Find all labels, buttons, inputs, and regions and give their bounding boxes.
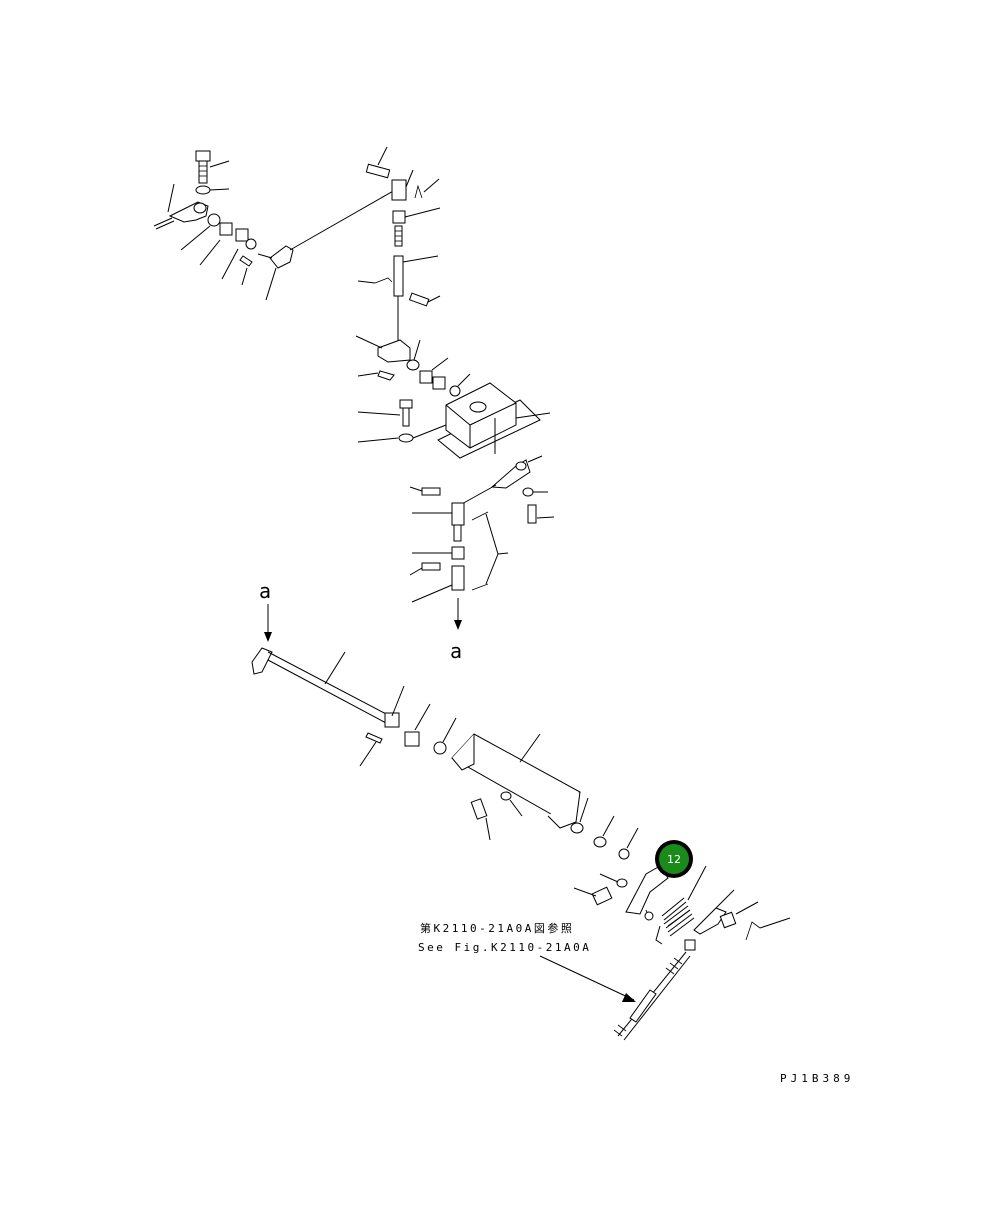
- upper-vertical-linkage: [355, 146, 471, 397]
- cotter-pin-part-5: [745, 921, 761, 941]
- cross-shaft-assembly: [251, 647, 639, 860]
- bolt-part-4: [470, 798, 488, 820]
- bushing-part: [207, 213, 221, 227]
- nut-part-4: [618, 848, 630, 860]
- washer-part-5: [522, 487, 534, 497]
- washer-part-3: [449, 385, 461, 397]
- lower-vertical-linkage: [409, 486, 509, 630]
- bell-crank-part: [377, 339, 411, 363]
- threaded-rod-part: [613, 951, 691, 1041]
- clevis-part-3: [451, 565, 465, 591]
- callout-12-marker[interactable]: 12: [655, 840, 693, 878]
- callout-12-label: 12: [667, 853, 681, 866]
- cotter-pin-part-4: [471, 583, 489, 591]
- nut-part-6: [684, 939, 696, 951]
- cotter-pin-part-2: [374, 277, 393, 284]
- actuator-box: [445, 382, 517, 449]
- collar-part-2: [235, 228, 249, 242]
- drawing-code: PJ1B389: [780, 1072, 854, 1085]
- spring-part: [655, 897, 695, 945]
- collar-part-5: [404, 731, 420, 747]
- pin-part-4: [421, 562, 441, 571]
- cotter-pin-part-3: [471, 511, 489, 521]
- washer-part: [195, 185, 211, 195]
- callout-a-bottom: a: [450, 639, 462, 663]
- collar-part-3: [419, 370, 433, 384]
- cotter-pin-part: [414, 184, 423, 199]
- nut-part-3: [570, 822, 584, 834]
- callout-a-top: a: [259, 579, 271, 603]
- washer-part-8: [593, 836, 607, 848]
- bolt-part: [195, 150, 211, 184]
- rod-end-part-2: [693, 907, 727, 935]
- reference-text-en: See Fig.K2110-21A0A: [418, 941, 591, 954]
- callout-a-arrow: [264, 604, 272, 642]
- clevis-part: [391, 179, 407, 201]
- washer-part-6: [433, 741, 447, 755]
- clevis-part-2: [451, 502, 465, 526]
- reference-text-jp: 第K2110-21A0A図参照: [420, 921, 574, 935]
- collar-part: [219, 222, 233, 236]
- shaft-end-part: [384, 712, 400, 728]
- lever-12-part: [625, 865, 669, 915]
- bolt-part-5: [591, 886, 613, 906]
- key-part-2: [365, 732, 383, 744]
- rod-clevis-part: [393, 255, 404, 297]
- upper-left-linkage: [153, 150, 396, 301]
- washer-part-4: [398, 433, 414, 443]
- bushing-part-2: [406, 359, 420, 371]
- pin-part-2: [408, 292, 430, 307]
- washer-part-7: [500, 791, 512, 801]
- shaft-lever-part: [251, 647, 273, 675]
- pin-part: [239, 255, 253, 267]
- nut-part-5: [719, 911, 737, 929]
- washer-part-9: [616, 878, 628, 888]
- bolt-part-2: [399, 399, 413, 409]
- lever-part: [153, 201, 209, 230]
- clevis-pin-part: [365, 163, 391, 179]
- key-part: [377, 370, 395, 381]
- actuator-assembly: [357, 382, 555, 524]
- washer-part-2: [245, 238, 257, 250]
- nut-part-2: [451, 546, 465, 560]
- nut-part: [392, 210, 406, 224]
- collar-part-4: [432, 376, 446, 390]
- lower-lever-assembly: [539, 865, 791, 1041]
- pin-part-3: [421, 487, 441, 496]
- rod-end-part: [269, 245, 294, 269]
- bolt-part-3: [527, 504, 537, 524]
